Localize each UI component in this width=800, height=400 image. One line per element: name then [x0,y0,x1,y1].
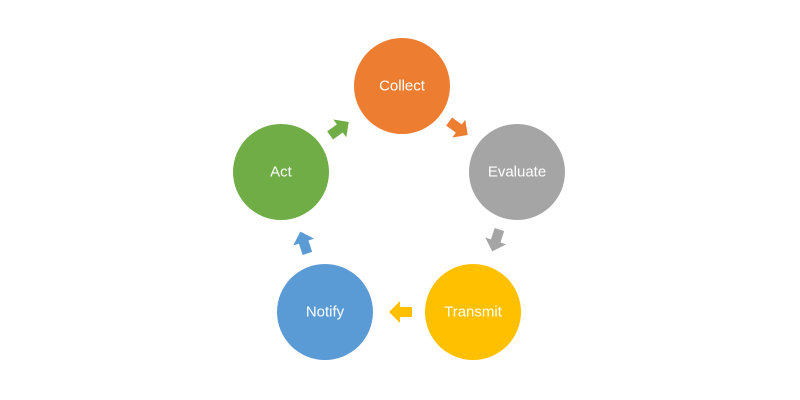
arrow-collect-to-evaluate [446,117,468,138]
node-act-circle [233,124,329,220]
arrow-notify-to-act [293,231,315,256]
node-collect-label: Collect [379,78,426,95]
node-notify: Notify [277,264,373,360]
arrow-evaluate-to-transmit-shape [485,227,507,252]
arrow-collect-to-evaluate-shape [446,117,468,138]
arrow-transmit-to-notify-shape [389,301,412,323]
node-evaluate-circle [469,124,565,220]
node-collect-circle [354,38,450,134]
arrow-act-to-collect-shape [327,119,349,140]
arrow-evaluate-to-transmit [485,227,507,252]
arrow-act-to-collect [327,119,349,140]
node-notify-label: Notify [306,304,345,321]
arrow-notify-to-act-shape [293,231,315,256]
node-evaluate-label: Evaluate [488,164,546,181]
node-transmit: Transmit [425,264,521,360]
node-act: Act [233,124,329,220]
arrow-transmit-to-notify [389,301,412,323]
node-transmit-circle [425,264,521,360]
node-act-label: Act [270,164,293,181]
node-notify-circle [277,264,373,360]
node-evaluate: Evaluate [469,124,565,220]
node-transmit-label: Transmit [444,304,503,321]
node-collect: Collect [354,38,450,134]
